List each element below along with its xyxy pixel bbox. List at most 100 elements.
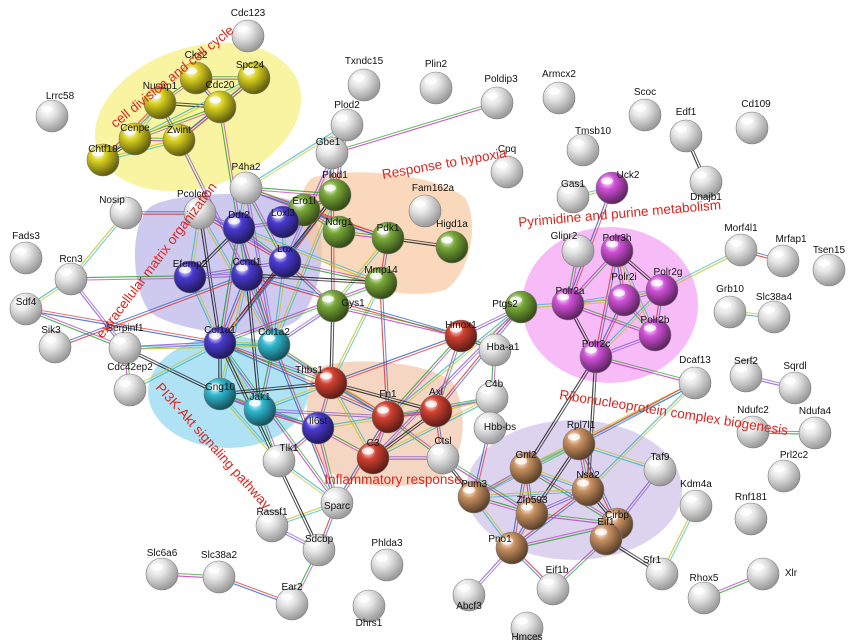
node-pdk1[interactable]: Pdk1: [371, 221, 405, 255]
node-sphere[interactable]: [678, 366, 712, 400]
node-plod2[interactable]: Plod2: [330, 100, 364, 142]
node-pcolce[interactable]: Pcolce: [177, 189, 217, 230]
node-sphere[interactable]: [536, 572, 570, 606]
node-cdc42ep2[interactable]: Cdc42ep2: [107, 362, 153, 407]
node-nosip[interactable]: Nosip: [99, 195, 143, 230]
node-plin2[interactable]: Plin2: [419, 59, 453, 105]
node-hmces[interactable]: Hmces: [510, 611, 544, 640]
node-polr2a[interactable]: Polr2a: [551, 286, 585, 321]
node-sphere[interactable]: [35, 99, 69, 133]
node-prl2c2[interactable]: Prl2c2: [767, 450, 809, 493]
node-sphere[interactable]: [735, 111, 769, 145]
node-sphere[interactable]: [628, 98, 662, 132]
node-sphere[interactable]: [145, 557, 179, 591]
node-hba-a1[interactable]: Hba-a1: [478, 333, 520, 367]
node-ndufc2[interactable]: Ndufc2: [736, 405, 770, 449]
node-serf2[interactable]: Serf2: [729, 356, 763, 393]
node-rnf181[interactable]: Rnf181: [734, 492, 768, 536]
node-sphere[interactable]: [767, 459, 801, 493]
node-pno1[interactable]: Pno1: [488, 531, 529, 565]
node-ndufa4[interactable]: Ndufa4: [798, 406, 832, 450]
node-polr2i[interactable]: Polr2i: [607, 272, 641, 317]
node-col1a1[interactable]: Col1a1: [203, 325, 237, 360]
node-ear2[interactable]: Ear2: [275, 582, 309, 621]
node-eif1[interactable]: Eif1: [589, 517, 623, 556]
node-sphere[interactable]: [757, 300, 791, 334]
node-serpinf1[interactable]: Serpinf1: [106, 323, 144, 365]
node-taf9[interactable]: Taf9: [643, 452, 677, 487]
node-c4b[interactable]: C4b: [475, 379, 509, 415]
node-sphere[interactable]: [113, 373, 147, 407]
node-sphere[interactable]: [435, 230, 469, 264]
node-glipr2[interactable]: Glipr2: [551, 231, 595, 268]
node-gys1[interactable]: Gys1: [316, 289, 365, 323]
node-fam162a[interactable]: Fam162a: [408, 183, 455, 228]
node-ctsl[interactable]: Ctsl: [426, 436, 460, 475]
node-thbs1[interactable]: Thbs1: [295, 365, 348, 400]
node-zwint[interactable]: Zwint: [162, 123, 196, 157]
node-sphere[interactable]: [798, 416, 832, 450]
node-il6st[interactable]: Il6st: [301, 411, 335, 445]
node-axl[interactable]: Axl: [419, 387, 453, 428]
node-sphere[interactable]: [370, 548, 404, 582]
node-tsen15[interactable]: Tsen15: [812, 245, 846, 287]
node-polr2g[interactable]: Polr2g: [645, 267, 682, 307]
node-cks2[interactable]: Cks2: [179, 50, 213, 95]
node-nsa2[interactable]: Nsa2: [571, 470, 605, 507]
node-sphere[interactable]: [54, 262, 88, 296]
node-sphere[interactable]: [607, 283, 641, 317]
node-sphere[interactable]: [645, 273, 679, 307]
node-sfr1[interactable]: Sfr1: [643, 555, 679, 591]
node-mmp14[interactable]: Mmp14: [364, 265, 398, 300]
node-polr2c[interactable]: Polr2c: [579, 339, 613, 374]
node-sdf4[interactable]: Sdf4: [9, 292, 43, 326]
node-sphere[interactable]: [687, 581, 721, 615]
node-kdm4a[interactable]: Kdm4a: [679, 479, 713, 523]
node-sphere[interactable]: [766, 244, 800, 278]
node-uck2[interactable]: Uck2: [595, 170, 640, 205]
node-dnajb1[interactable]: Dnajb1: [689, 165, 723, 203]
node-spc24[interactable]: Spc24: [236, 60, 271, 95]
node-cenpe[interactable]: Cenpe: [118, 122, 152, 156]
node-tmsb10[interactable]: Tmsb10: [566, 126, 611, 167]
node-tlk1[interactable]: Tlk1: [262, 443, 299, 478]
node-hbb-bs[interactable]: Hbb-bs: [473, 411, 516, 445]
node-mrfap1[interactable]: Mrfap1: [766, 234, 807, 278]
node-sik3[interactable]: Sik3: [38, 325, 72, 364]
node-slc38a2[interactable]: Slc38a2: [201, 550, 238, 594]
node-sphere[interactable]: [371, 400, 405, 434]
node-sphere[interactable]: [202, 560, 236, 594]
node-ccnd1[interactable]: Ccnd1: [230, 257, 264, 292]
node-scoc[interactable]: Scoc: [628, 87, 662, 132]
node-plod1[interactable]: Plod1: [318, 170, 352, 212]
node-sphere[interactable]: [746, 557, 780, 591]
node-abcf3[interactable]: Abcf3: [452, 578, 486, 612]
node-cdc20[interactable]: Cdc20: [203, 80, 237, 124]
node-polr3h[interactable]: Polr3h: [600, 233, 634, 268]
node-sphere[interactable]: [713, 295, 747, 329]
node-sparc[interactable]: Sparc: [320, 486, 354, 520]
node-hmox1[interactable]: Hmox1: [444, 319, 478, 353]
node-nusap1[interactable]: Nusap1: [143, 81, 178, 120]
node-sphere[interactable]: [562, 427, 596, 461]
node-cdc123[interactable]: Cdc123: [231, 8, 266, 53]
node-efemp2[interactable]: Efemp2: [173, 259, 208, 294]
node-col1a2[interactable]: Col1a2: [257, 327, 291, 362]
node-sphere[interactable]: [108, 331, 142, 365]
node-pum3[interactable]: Pum3: [457, 479, 491, 514]
node-slc38a4[interactable]: Slc38a4: [756, 292, 793, 334]
node-jak1[interactable]: Jak1: [243, 392, 277, 427]
node-gnl2[interactable]: Gnl2: [509, 450, 543, 485]
node-sphere[interactable]: [318, 178, 352, 212]
node-c3[interactable]: C3: [356, 438, 390, 475]
node-sphere[interactable]: [231, 19, 265, 53]
node-sphere[interactable]: [724, 233, 758, 267]
node-txndc15[interactable]: Txndc15: [345, 56, 384, 102]
node-chtf18[interactable]: Chtf18: [86, 143, 120, 177]
node-xlr[interactable]: Xlr: [746, 557, 798, 591]
node-fn1[interactable]: Fn1: [371, 389, 405, 434]
node-higd1a[interactable]: Higd1a: [435, 219, 469, 264]
node-sphere[interactable]: [679, 489, 713, 523]
node-sphere[interactable]: [419, 71, 453, 105]
node-sphere[interactable]: [229, 171, 263, 205]
